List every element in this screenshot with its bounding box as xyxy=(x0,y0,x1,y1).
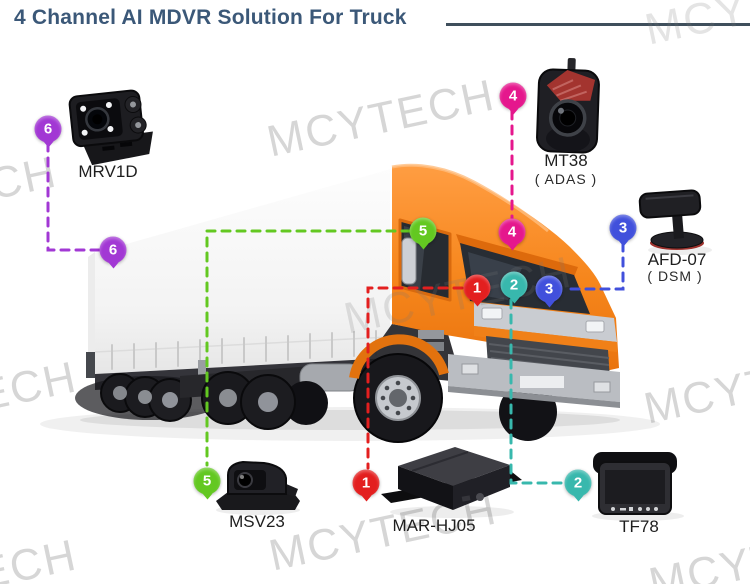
product-badge-marhj05: 1 xyxy=(352,469,380,502)
page-title: 4 Channel AI MDVR Solution For Truck xyxy=(14,6,407,29)
connector-tf78 xyxy=(509,298,565,485)
product-label-tf78: TF78 xyxy=(619,517,659,536)
mirror xyxy=(401,237,417,285)
title-rule xyxy=(446,23,750,26)
product-badge-msv23: 5 xyxy=(193,467,221,500)
truck-marker-4: 4 xyxy=(498,218,526,251)
truck-marker-5: 5 xyxy=(409,217,437,250)
connector-marhj05 xyxy=(366,286,464,470)
device-mt38 xyxy=(536,58,600,154)
truck-marker-1: 1 xyxy=(463,274,491,307)
connector-mrv1d xyxy=(46,141,102,252)
device-msv23 xyxy=(216,460,300,515)
product-label-mt38: MT38 xyxy=(544,151,588,170)
device-tf78 xyxy=(592,452,684,521)
product-label-mrv1d: MRV1D xyxy=(78,162,138,181)
product-sublabel-mt38: ( ADAS ) xyxy=(534,171,598,187)
device-marhj05 xyxy=(381,447,522,518)
product-label-marhj05: MAR-HJ05 xyxy=(392,516,476,535)
device-mrv1d xyxy=(68,89,153,166)
truck-marker-3: 3 xyxy=(535,275,563,308)
product-badge-mt38: 4 xyxy=(499,82,527,115)
tractor-chassis xyxy=(180,360,392,430)
device-afd07 xyxy=(638,189,712,255)
product-label-msv23: MSV23 xyxy=(229,512,285,531)
truck-marker-6: 6 xyxy=(99,236,127,269)
product-label-afd07: AFD-07 xyxy=(647,250,707,269)
curtain-straps xyxy=(111,330,377,370)
front-wheel xyxy=(349,334,449,443)
connector-msv23 xyxy=(205,229,412,467)
truck-marker-2: 2 xyxy=(500,271,528,304)
product-badge-tf78: 2 xyxy=(564,469,592,502)
connector-afd07 xyxy=(562,241,625,291)
product-sublabel-afd07: ( DSM ) xyxy=(647,268,703,284)
product-badge-afd07: 3 xyxy=(609,214,637,247)
product-badge-mrv1d: 6 xyxy=(34,115,62,148)
